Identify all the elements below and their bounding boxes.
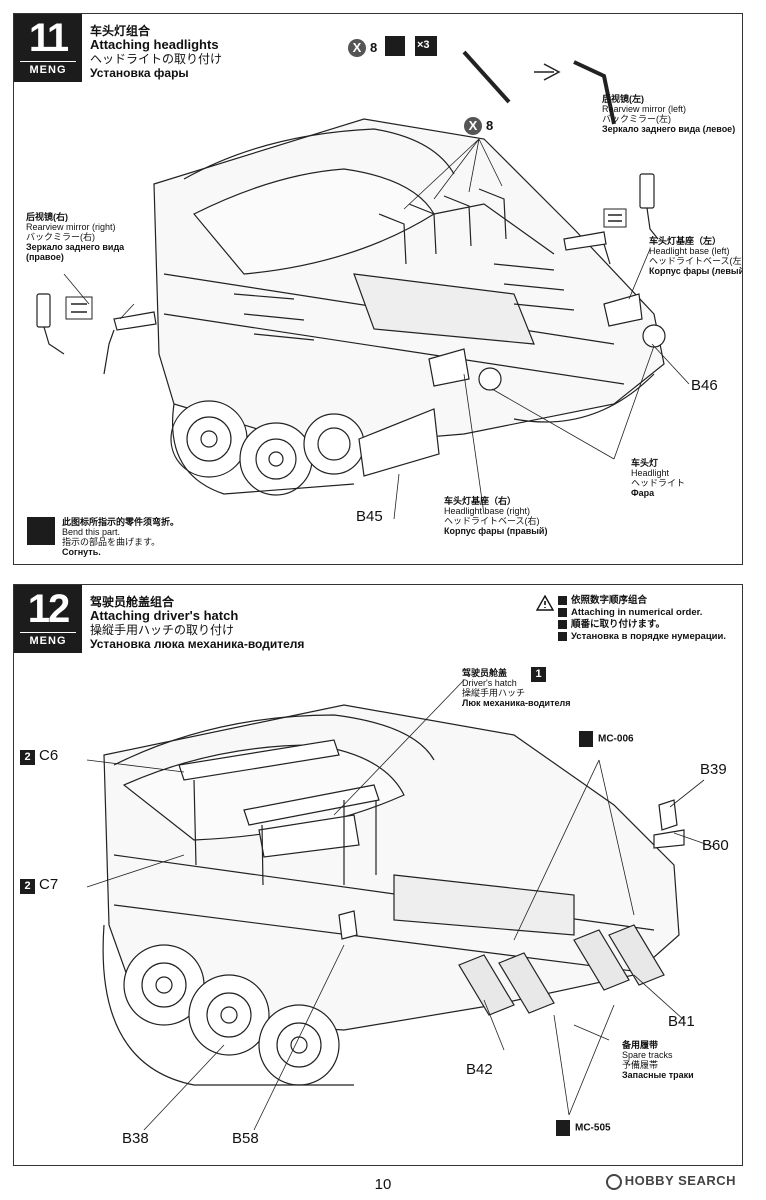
part-b41: B41 [668,1013,695,1030]
step-number: 11 [28,16,69,60]
order-2-badge: 2 [20,750,35,765]
warning-icon [536,595,554,611]
mc-006-tool: MC-006 [579,731,634,747]
part-b39: B39 [700,761,727,778]
title-cn: 车头灯组合 [90,24,151,38]
quantity-top: 8 [370,40,378,55]
step-11-panel: 11 MENG 车头灯组合 Attaching headlights ヘッドライ… [13,13,743,565]
part-b45: B45 [356,508,383,525]
glue-icon [556,1120,570,1136]
part-b46: B46 [691,377,718,394]
mc-505-tool: MC-505 [556,1120,611,1136]
title-en: Attaching headlights [90,37,219,52]
step-11-badge: 11 MENG [14,14,82,82]
title-jp: ヘッドライトの取り付け [90,52,223,66]
part-c7: C7 [39,876,59,893]
quantity-x-icon: X [348,39,366,57]
bend-note: 此图标所指示的零件须弯折。 Bend this part. 指示の部品を曲げます… [62,517,180,557]
step-12-badge: 12 MENG [14,585,82,653]
step-number: 12 [27,587,71,631]
page-number: 10 [374,1176,392,1193]
step-11-assembly-drawing [36,50,690,520]
bend-this-part-icon [27,517,55,545]
title-cn: 驾驶员舱盖组合 [90,595,175,609]
title-en: Attaching driver's hatch [90,608,239,623]
watermark: HOBBY SEARCH [605,1173,736,1190]
step-12-title: 驾驶员舱盖组合 Attaching driver's hatch 操縦手用ハッチ… [90,595,304,651]
multiply-box: ×3 [415,36,437,56]
title-jp: 操縦手用ハッチの取り付け [90,623,235,637]
headlight-base-right-label: 车头灯基座（右） Headlight base (right) ヘッドライトベー… [444,496,548,536]
title-ru: Установка люка механика-водителя [90,637,305,651]
mirror-right-label: 后视镜(右) Rearview mirror (right) バックミラー(右)… [26,212,125,262]
bend-icon [385,36,405,56]
brand-logo: MENG [20,61,76,76]
order-1-badge: 1 [531,667,546,682]
drivers-hatch-label: 驾驶员舱盖 Driver's hatch 操縦手用ハッチ Люк механик… [462,668,571,708]
part-c6: C6 [39,747,59,764]
glue-icon [579,731,593,747]
brand-logo: MENG [20,632,76,647]
order-note: 依照数字顺序组合 Attaching in numerical order. 順… [558,595,726,643]
headlight-base-left-label: 车头灯基座（左） Headlight base (left) ヘッドライトベース… [649,236,743,276]
step-12-panel: 12 MENG 驾驶员舱盖组合 Attaching driver's hatch… [13,584,743,1166]
part-b38: B38 [122,1130,149,1147]
part-b60: B60 [702,837,729,854]
step-12-assembly-drawing [86,679,715,1131]
headlight-label: 车头灯 Headlight ヘッドライト Фара [631,458,686,498]
order-2-badge: 2 [20,879,35,894]
hobby-search-logo-icon [605,1173,622,1190]
quantity-mid: 8 [486,118,494,133]
part-b42: B42 [466,1061,493,1078]
mirror-left-label: 后视镜(左) Rearview mirror (left) バックミラー(左) … [602,94,736,134]
title-ru: Установка фары [90,66,189,80]
quantity-x-icon: X [464,117,482,135]
spare-tracks-label: 备用履带 Spare tracks 予備履帯 Запасные траки [622,1040,694,1080]
step-11-title: 车头灯组合 Attaching headlights ヘッドライトの取り付け У… [90,24,222,80]
part-b58: B58 [232,1130,259,1147]
